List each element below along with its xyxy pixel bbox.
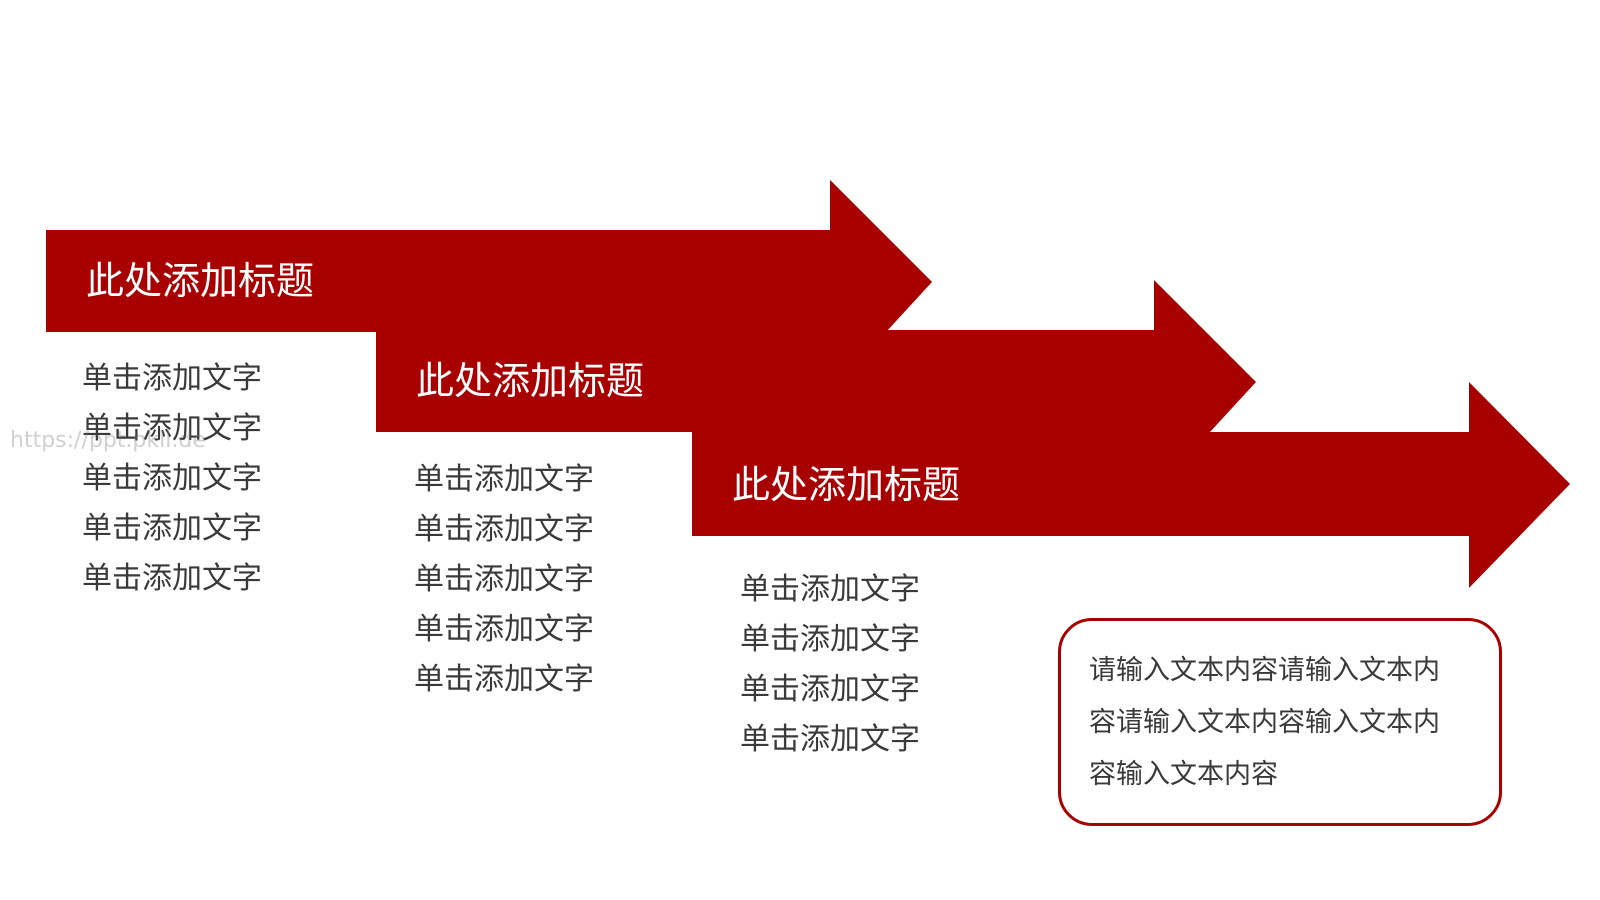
list-item[interactable]: 单击添加文字	[414, 512, 594, 547]
callout-line: 容请输入文本内容输入文本内	[1089, 707, 1440, 738]
list-item[interactable]: 单击添加文字	[82, 511, 262, 546]
arrow-3-shape	[692, 382, 1570, 588]
arrow-3-text-list: 单击添加文字 单击添加文字 单击添加文字 单击添加文字	[740, 565, 920, 765]
callout-line: 请输入文本内容请输入文本内	[1089, 655, 1440, 686]
callout-box[interactable]: 请输入文本内容请输入文本内 容请输入文本内容输入文本内 容输入文本内容	[1058, 618, 1502, 826]
list-item[interactable]: 单击添加文字	[82, 411, 262, 446]
callout-line: 容输入文本内容	[1089, 759, 1278, 790]
list-item[interactable]: 单击添加文字	[82, 561, 262, 596]
list-item[interactable]: 单击添加文字	[414, 462, 594, 497]
list-item[interactable]: 单击添加文字	[414, 662, 594, 697]
arrow-2-title: 此处添加标题	[416, 359, 645, 403]
list-item[interactable]: 单击添加文字	[740, 622, 920, 657]
list-item[interactable]: 单击添加文字	[82, 361, 262, 396]
arrow-2-shape	[376, 280, 1256, 432]
list-item[interactable]: 单击添加文字	[740, 572, 920, 607]
list-item[interactable]: 单击添加文字	[740, 722, 920, 757]
list-item[interactable]: 单击添加文字	[82, 461, 262, 496]
arrow-1-title: 此处添加标题	[86, 259, 315, 303]
arrow-1-shape	[46, 180, 932, 332]
arrow-3-title: 此处添加标题	[732, 463, 961, 507]
list-item[interactable]: 单击添加文字	[414, 562, 594, 597]
arrow-3: 此处添加标题	[692, 382, 1570, 588]
list-item[interactable]: 单击添加文字	[740, 672, 920, 707]
arrow-2: 此处添加标题	[376, 280, 1256, 435]
arrow-1-text-list: 单击添加文字 单击添加文字 单击添加文字 单击添加文字 单击添加文字	[82, 354, 262, 604]
arrow-1: 此处添加标题	[46, 180, 932, 332]
arrow-2-text-list: 单击添加文字 单击添加文字 单击添加文字 单击添加文字 单击添加文字	[414, 455, 594, 705]
watermark: https://ppt.pkll.de	[10, 428, 206, 453]
list-item[interactable]: 单击添加文字	[414, 612, 594, 647]
